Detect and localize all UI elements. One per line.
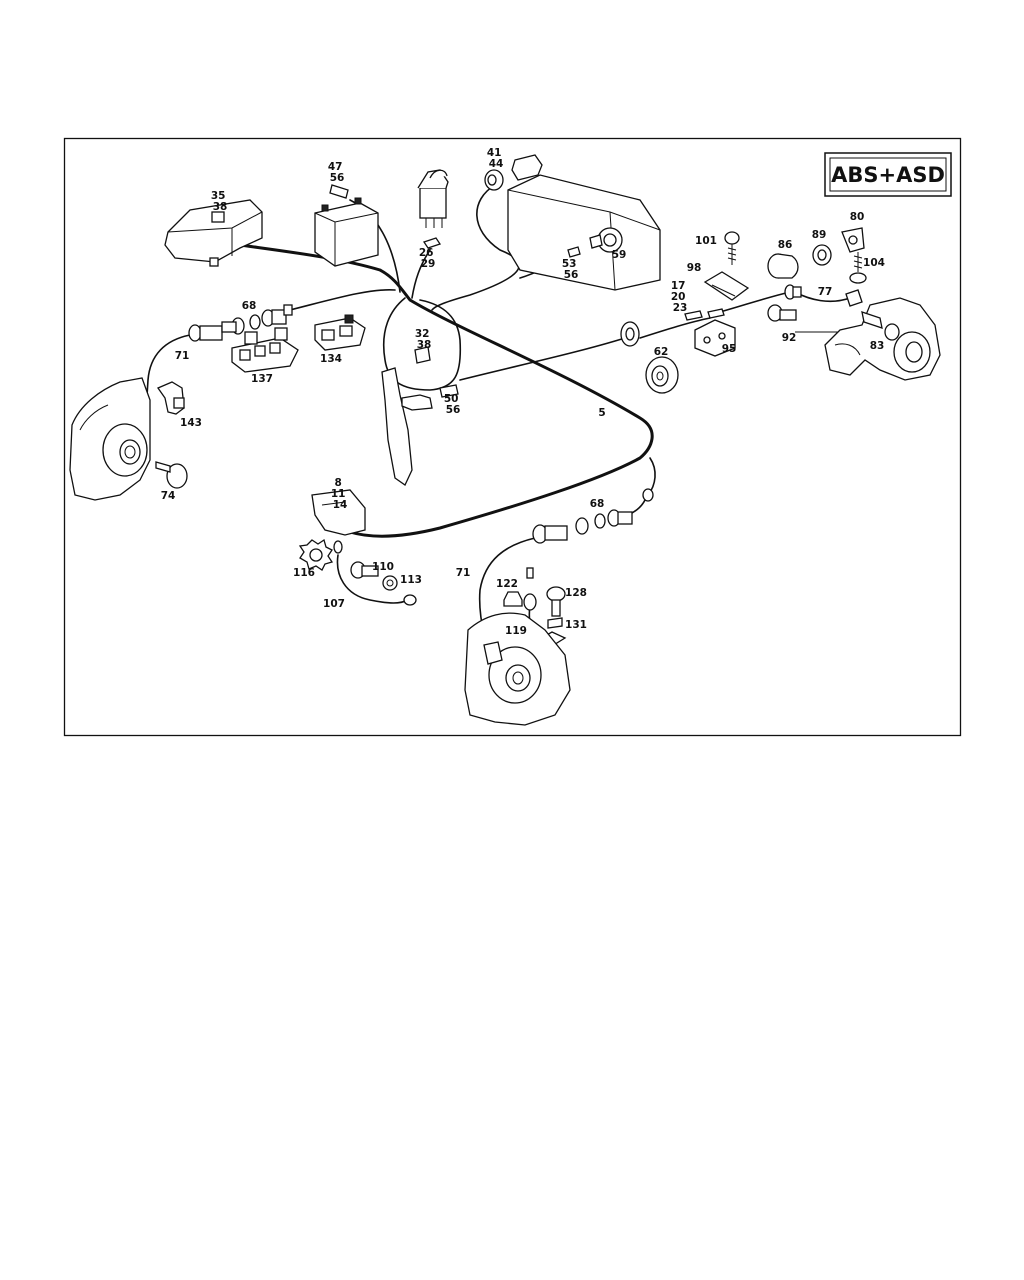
grommet-86 [767,253,799,279]
grommet-62 [645,356,679,394]
label-71-right: 71 [456,567,471,579]
hydraulic-unit-59 [507,174,661,291]
label-8-11-14: 8 11 14 [331,477,349,511]
label-134: 134 [320,353,342,365]
bolt-110 [350,561,379,579]
label-53-56: 53 56 [562,258,580,281]
screw-101 [724,231,740,265]
bracket-50 [381,367,459,486]
label-80: 80 [850,211,865,223]
bracket-8 [311,489,366,536]
harness-branch-rear [459,337,626,381]
label-116: 116 [293,567,315,579]
battery-47 [314,184,379,267]
bracket-80 [841,227,865,253]
harness-loop-connector [382,297,462,391]
harness-branch-left-sensor [289,288,396,311]
control-unit-35 [164,199,263,267]
label-110: 110 [372,561,394,573]
label-119: 119 [505,625,527,637]
label-104: 104 [863,257,885,269]
axle-housing-83 [824,297,941,381]
label-74: 74 [161,490,176,502]
label-26-29: 26 29 [419,247,437,270]
main-harness-wire [238,243,654,538]
label-86: 86 [778,239,793,251]
label-131: 131 [565,619,587,631]
label-83: 83 [870,340,885,352]
sensor-bracket-143 [157,381,185,415]
label-95: 95 [722,343,737,355]
label-41-44: 41 44 [487,147,505,170]
label-143: 143 [180,417,202,429]
label-32-38: 32 38 [415,328,433,351]
badge-text: ABS+ASD [831,163,945,187]
abs-asd-badge: ABS+ASD [824,152,952,197]
bracket-95 [694,319,736,357]
label-59: 59 [612,249,627,261]
label-137: 137 [251,373,273,385]
plug-122 [503,591,523,607]
relay-26 [417,169,449,249]
bolt-92 [767,304,797,322]
label-107: 107 [323,598,345,610]
pump-41 [484,154,543,191]
label-68-left: 68 [242,300,257,312]
harness-branch-rear-right [639,317,711,339]
brake-disc-left [69,377,151,501]
bolt-74 [155,461,188,489]
label-92: 92 [782,332,797,344]
harness-branch-right [719,291,791,313]
sensor-71-left [188,317,245,342]
ground-terminal-107 [333,540,417,606]
label-77: 77 [818,286,833,298]
clip-32 [414,346,431,364]
label-62: 62 [654,346,669,358]
harness-branch-relay [411,249,431,299]
connector-68-left [249,304,293,330]
label-113: 113 [400,574,422,586]
connector-block-137 [231,327,299,373]
label-101: 101 [695,235,717,247]
label-5: 5 [598,407,605,419]
sensor-77 [784,284,863,307]
bolt-128 [546,586,566,617]
washer-113 [382,575,398,591]
ground-cable-107 [336,554,409,604]
label-98: 98 [687,262,702,274]
grommet-rear-branch [620,321,640,347]
connector-134 [314,314,366,351]
label-71-left: 71 [175,350,190,362]
bolt-104 [849,252,867,284]
label-50-56: 50 56 [444,393,462,416]
grommet-89 [812,244,832,266]
connector-68-right [594,488,654,529]
label-122: 122 [496,578,518,590]
sensor-119 [523,567,537,611]
diagram-frame [63,137,962,737]
clamp-98 [703,271,750,301]
star-nut-116 [298,538,334,571]
label-47-56: 47 56 [328,161,346,184]
plate-17 [684,308,725,321]
label-17-20-23: 17 20 23 [671,280,689,314]
label-68-right: 68 [590,498,605,510]
label-89: 89 [812,229,827,241]
sensor-71-right [532,517,589,544]
label-35-38: 35 38 [211,190,229,213]
brake-disc-right [464,612,571,726]
label-128: 128 [565,587,587,599]
